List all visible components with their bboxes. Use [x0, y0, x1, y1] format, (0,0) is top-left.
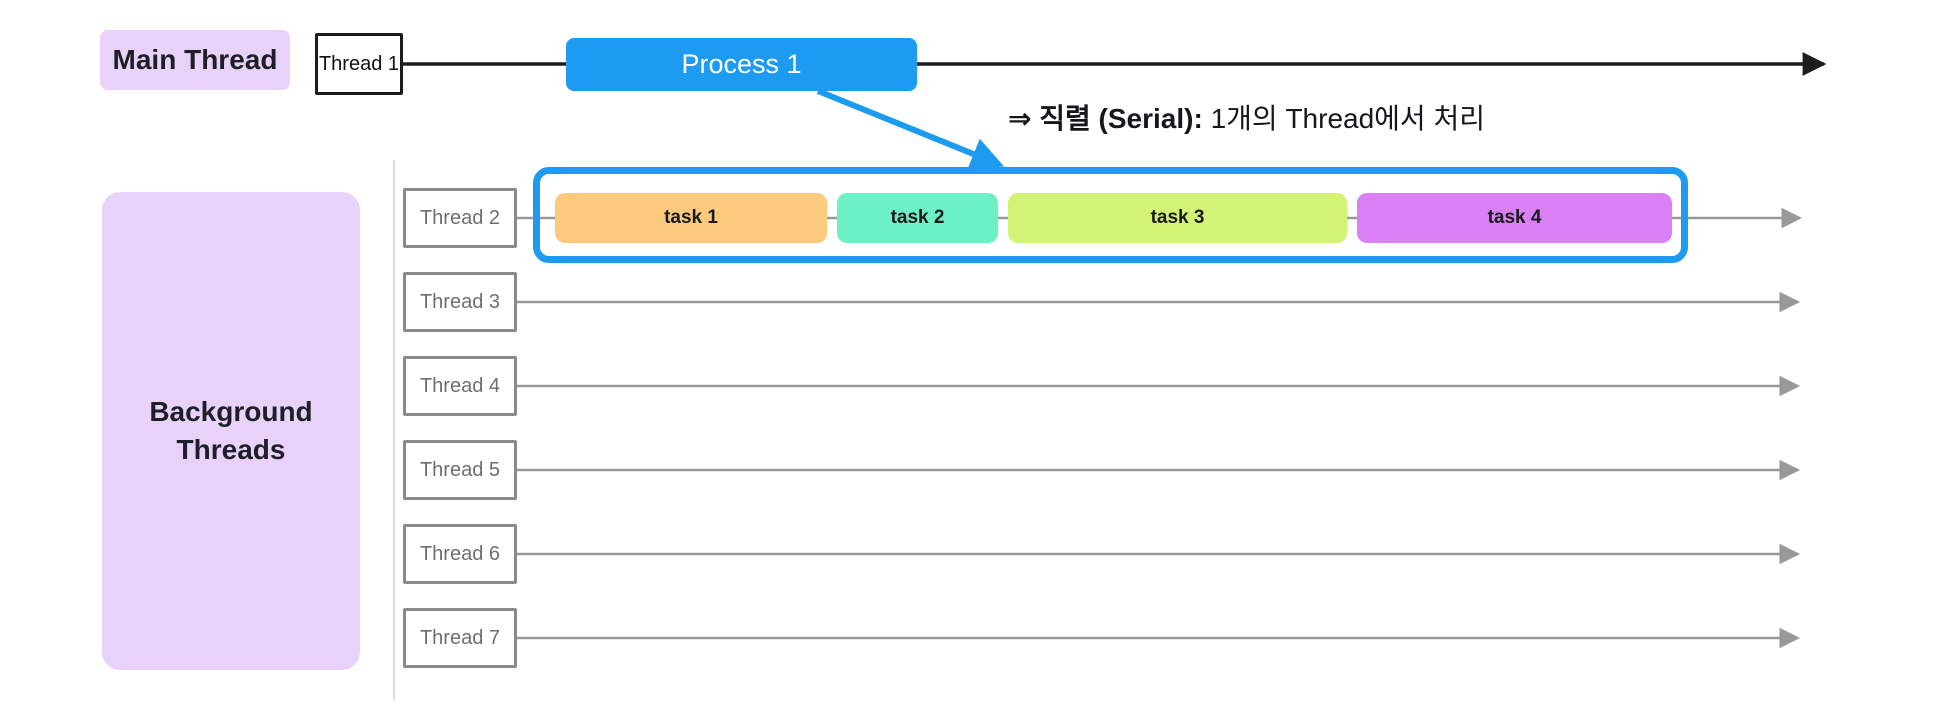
- process-1-box: Process 1: [566, 38, 917, 91]
- thread-6-label: Thread 6: [419, 542, 501, 565]
- thread-2-box: Thread 2: [403, 188, 517, 248]
- thread-1-box: Thread 1: [315, 33, 403, 95]
- serial-queue-highlight-box: [533, 167, 1688, 263]
- thread-3-label: Thread 3: [419, 290, 501, 313]
- process-1-label: Process 1: [681, 49, 802, 79]
- main-thread-label-text: Main Thread: [112, 44, 278, 75]
- task-1-pill: task 1: [555, 193, 827, 243]
- background-threads-label: Background Threads: [102, 192, 360, 670]
- task-2-label: task 2: [890, 207, 945, 228]
- thread-3-box: Thread 3: [403, 272, 517, 332]
- background-threads-line1: Background: [149, 396, 313, 427]
- main-thread-label: Main Thread: [100, 30, 290, 90]
- serial-annotation-rest: 1개의 Thread에서 처리: [1202, 103, 1485, 134]
- thread-6-box: Thread 6: [403, 524, 517, 584]
- thread-7-label: Thread 7: [419, 626, 501, 649]
- task-1-label: task 1: [664, 207, 718, 228]
- task-2-pill: task 2: [837, 193, 998, 243]
- thread-1-label: Thread 1: [318, 52, 400, 75]
- thread-5-box: Thread 5: [403, 440, 517, 500]
- task-3-label: task 3: [1150, 207, 1205, 228]
- thread-7-box: Thread 7: [403, 608, 517, 668]
- thread-5-label: Thread 5: [419, 458, 501, 481]
- background-threads-line2: Threads: [176, 434, 286, 465]
- serial-annotation-bold: ⇒ 직렬 (Serial):: [1008, 103, 1203, 134]
- thread-2-label: Thread 2: [419, 206, 501, 229]
- thread-4-label: Thread 4: [419, 374, 501, 397]
- serial-annotation: ⇒ 직렬 (Serial): 1개의 Thread에서 처리: [1008, 97, 1485, 137]
- task-4-label: task 4: [1487, 207, 1542, 228]
- thread-4-box: Thread 4: [403, 356, 517, 416]
- left-margin-line: [393, 160, 395, 700]
- task-3-pill: task 3: [1008, 193, 1347, 243]
- task-4-pill: task 4: [1357, 193, 1672, 243]
